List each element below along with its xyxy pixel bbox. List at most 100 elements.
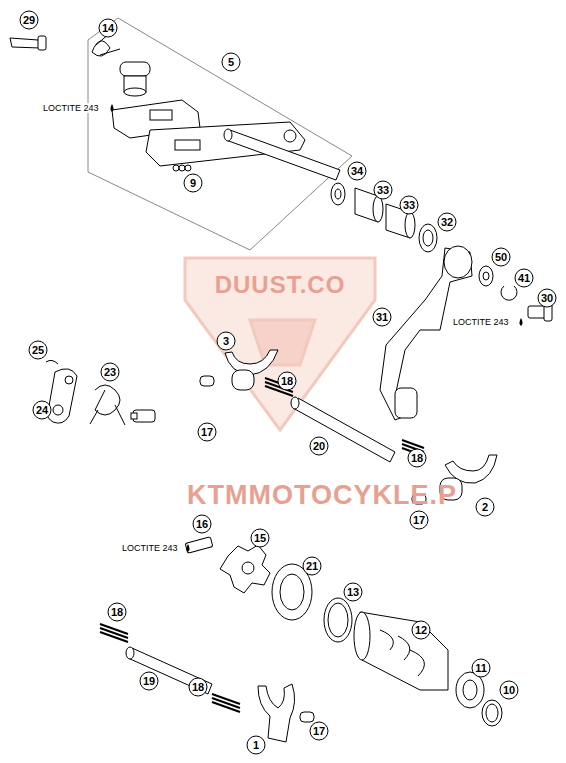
shift-forks-lower [100, 624, 314, 742]
callout-number: 18 [189, 678, 208, 697]
loctite-drops [111, 104, 523, 552]
callout-number: 18 [108, 603, 127, 622]
shift-drum-assembly-part [324, 598, 352, 642]
group-outline [88, 18, 352, 250]
shift-shaft-assembly-part [38, 36, 46, 50]
callout-number: 41 [515, 269, 534, 288]
shift-drum-assembly-part [463, 680, 477, 700]
shift-drum-assembly [185, 537, 502, 726]
loctite-drops-part [520, 318, 523, 326]
callout-number: 10 [500, 681, 519, 700]
callout-number: 32 [438, 213, 457, 232]
shift-forks-upper-part [291, 397, 299, 409]
callout-number: 20 [310, 437, 329, 456]
shift-forks-upper-part [200, 376, 214, 386]
callout-number: 3 [217, 332, 236, 351]
callout-number: 16 [193, 515, 212, 534]
shift-shaft-assembly-part [284, 130, 296, 142]
shift-drum-assembly-part [280, 574, 304, 610]
shift-forks-upper-part [225, 350, 278, 375]
kickstarter-assembly-part [444, 246, 472, 278]
watermark-shield [185, 258, 375, 430]
detent-lever-part [53, 405, 63, 415]
shift-shaft-assembly-part [179, 165, 185, 171]
shift-shaft-assembly-part [150, 110, 172, 120]
shift-forks-lower-part [100, 624, 128, 642]
detent-lever-part [47, 369, 77, 423]
shift-drum-assembly-part [242, 562, 254, 574]
kickstarter-assembly-part [331, 183, 345, 205]
callout-number: 12 [412, 621, 431, 640]
shift-shaft-assembly [10, 33, 340, 180]
detent-lever-part [131, 413, 137, 419]
shift-forks-lower-part [126, 647, 134, 659]
shift-shaft-assembly-part [10, 38, 40, 48]
callout-number: 18 [278, 372, 297, 391]
shift-shaft-assembly-part [173, 165, 179, 171]
callout-number: 18 [408, 449, 427, 468]
kickstarter-assembly-part [501, 286, 517, 300]
shift-shaft-assembly-part [185, 165, 191, 171]
shift-shaft-assembly-part [124, 88, 146, 96]
callout-number: 13 [344, 583, 363, 602]
shift-drum-assembly-part [220, 545, 270, 593]
shift-shaft-assembly-part [224, 129, 232, 141]
shift-drum-assembly-part [354, 612, 370, 660]
kickstarter-assembly-part [479, 266, 493, 286]
watermark-shield-part [250, 320, 315, 365]
shift-forks-lower-part [212, 694, 240, 712]
callout-number: 50 [492, 248, 511, 267]
shift-shaft-assembly-part [226, 130, 340, 180]
callout-number: 30 [538, 289, 557, 308]
kickstarter-assembly-part [335, 189, 341, 199]
watermark: DUUST.CO [215, 271, 346, 299]
callout-number: 5 [222, 53, 241, 72]
callout-number: 31 [373, 308, 392, 327]
detent-lever-part [46, 360, 58, 364]
callout-number: 21 [303, 557, 322, 576]
kickstarter-assembly-part [405, 212, 415, 238]
shift-shaft-assembly-part [120, 62, 150, 76]
shift-forks-lower-part [258, 684, 295, 742]
kickstarter-assembly-part [395, 388, 417, 418]
loctite-drops-part [111, 104, 114, 112]
shift-forks-upper-part [232, 370, 254, 390]
callout-number: 17 [410, 511, 429, 530]
shift-drum-assembly-part [486, 704, 498, 722]
callout-number: 17 [198, 423, 217, 442]
kickstarter-assembly-part [528, 306, 546, 318]
shift-forks-lower-part [300, 712, 314, 722]
kickstarter-assembly-part [483, 272, 489, 280]
kickstarter-assembly [331, 183, 552, 420]
callout-number: 29 [20, 11, 39, 30]
shift-drum-assembly-part [360, 612, 448, 690]
callout-number: 23 [101, 363, 120, 382]
callout-number: 25 [29, 341, 48, 360]
callout-number: 11 [472, 659, 491, 678]
shift-drum-assembly-part [482, 700, 502, 726]
shift-drum-assembly-part [185, 537, 213, 553]
shift-drum-assembly-part [328, 603, 348, 637]
callout-number: 24 [33, 401, 52, 420]
callout-number: 33 [374, 181, 393, 200]
group-outline-part [88, 18, 352, 250]
callout-number: 2 [476, 498, 495, 517]
kickstarter-assembly-part [373, 196, 383, 222]
watermark: KTMMOTOCYKLE.P [187, 480, 457, 511]
detent-lever-part [90, 385, 125, 425]
shift-forks-upper-part [293, 398, 395, 462]
kickstarter-assembly-part [423, 230, 433, 246]
kickstarter-assembly-part [419, 224, 437, 252]
watermark-shield-part [185, 258, 375, 430]
shift-shaft-assembly-part [175, 140, 200, 150]
callout-number: 14 [99, 19, 118, 38]
callout-number: 19 [140, 672, 159, 691]
loctite-note: LOCTITE 243 [121, 543, 179, 553]
callout-number: 9 [184, 174, 203, 193]
callout-number: 17 [310, 722, 329, 741]
callout-number: 1 [247, 736, 266, 755]
callout-number: 34 [348, 162, 367, 181]
loctite-note: LOCTITE 243 [452, 317, 510, 327]
detent-lever [46, 360, 155, 425]
